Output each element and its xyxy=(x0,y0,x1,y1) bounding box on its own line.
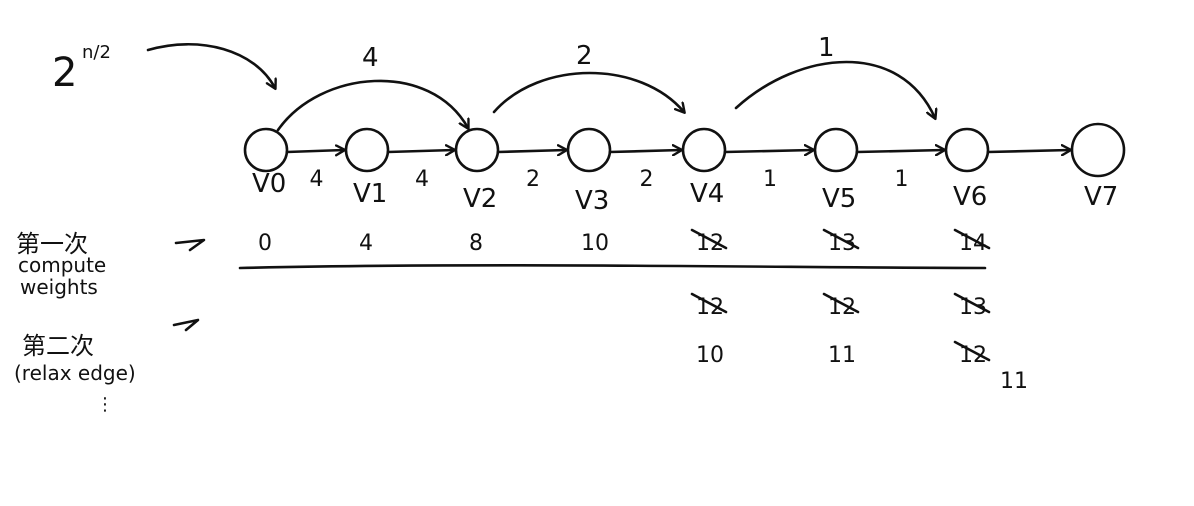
strikethrough-mark xyxy=(690,228,728,250)
row-label-first-line2: weights xyxy=(20,275,98,299)
row-arrow-icon xyxy=(172,318,200,332)
edge-weight: 4 xyxy=(310,167,324,192)
strikethrough-mark xyxy=(690,292,728,314)
node-label: V4 xyxy=(690,179,724,209)
skip-edge-v0-v2 xyxy=(276,79,468,132)
row-arrow-icon xyxy=(174,238,206,252)
formula-exponent: n/2 xyxy=(82,42,111,63)
skip-weight: 2 xyxy=(576,41,593,71)
row-label-ellipsis: ⋮ xyxy=(96,394,114,415)
node-v2 xyxy=(454,127,500,173)
node-label: V2 xyxy=(463,184,497,214)
edge-weight: 2 xyxy=(640,167,654,192)
edge-v3 xyxy=(608,150,681,152)
divider-line xyxy=(238,264,987,270)
node-label: V1 xyxy=(353,179,387,209)
strikethrough-mark xyxy=(953,228,991,250)
distance-value: 11 xyxy=(1000,369,1028,394)
row-label-second-title: 第二次 xyxy=(22,332,94,360)
node-v3 xyxy=(566,127,612,173)
distance-value: 0 xyxy=(258,231,272,256)
node-label: V3 xyxy=(575,186,609,216)
edge-weight: 4 xyxy=(415,167,429,192)
node-label: V6 xyxy=(953,182,987,212)
node-label: V0 xyxy=(252,169,286,199)
distance-value: 11 xyxy=(828,343,856,368)
edge-weight: 2 xyxy=(526,167,540,192)
edge-weight: 1 xyxy=(763,167,777,192)
skip-edge-v4-v6 xyxy=(734,60,935,118)
edge-v0 xyxy=(285,150,344,152)
edge-v5 xyxy=(855,150,944,152)
node-v5 xyxy=(813,127,859,173)
formula-arrow xyxy=(146,43,275,88)
row-label-first-line1: compute xyxy=(18,253,106,277)
node-label: V5 xyxy=(822,184,856,214)
node-v7 xyxy=(1070,122,1126,178)
strikethrough-mark xyxy=(822,292,860,314)
node-v6 xyxy=(944,127,990,173)
skip-weight: 4 xyxy=(362,43,379,73)
edge-weight: 1 xyxy=(895,167,909,192)
strikethrough-mark xyxy=(953,292,991,314)
edge-v6 xyxy=(986,150,1070,152)
edge-v2 xyxy=(496,150,566,152)
distance-value: 10 xyxy=(581,231,609,256)
skip-weight: 1 xyxy=(818,33,835,63)
edge-v4 xyxy=(723,150,813,152)
row-label-first-title: 第一次 xyxy=(16,230,88,258)
row-label-second-line1: (relax edge) xyxy=(14,361,136,385)
node-label: V7 xyxy=(1084,182,1118,212)
distance-value: 4 xyxy=(359,231,373,256)
distance-value: 10 xyxy=(696,343,724,368)
node-v1 xyxy=(344,127,390,173)
strikethrough-mark xyxy=(822,228,860,250)
node-v4 xyxy=(681,127,727,173)
skip-edge-v2-v4 xyxy=(492,71,684,112)
strikethrough-mark xyxy=(953,340,991,362)
distance-value: 8 xyxy=(469,231,483,256)
edge-v1 xyxy=(386,150,454,152)
formula-base: 2 xyxy=(52,50,77,96)
node-v0 xyxy=(243,127,289,173)
